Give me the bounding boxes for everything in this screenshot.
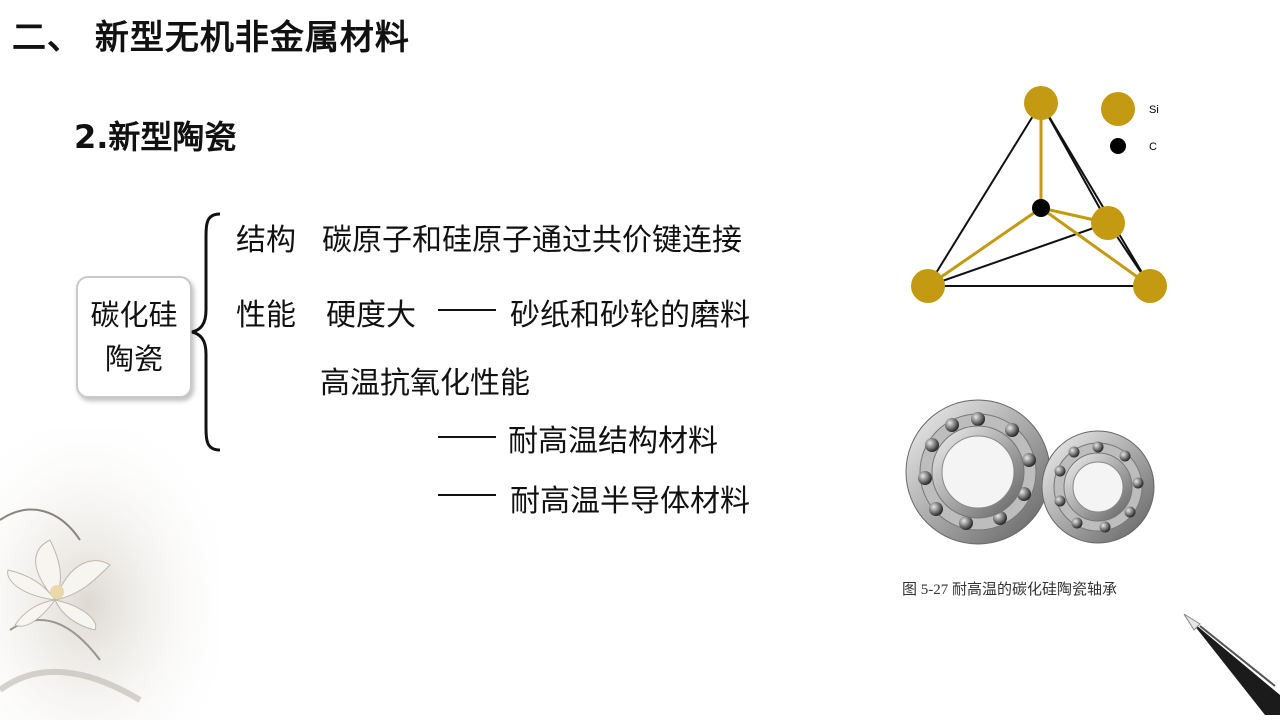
legend-si-swatch bbox=[1101, 92, 1135, 126]
hardness-use-text: 砂纸和砂轮的磨料 bbox=[510, 298, 750, 333]
structure-text: 碳原子和硅原子通过共价键连接 bbox=[322, 223, 742, 258]
property-label: 性能 bbox=[236, 298, 296, 333]
use-semiconductor-text: 耐高温半导体材料 bbox=[510, 484, 750, 519]
si-atom-right bbox=[1133, 269, 1167, 303]
si-atom-top bbox=[1024, 86, 1058, 120]
page-title: 二、 新型无机非金属材料 bbox=[12, 18, 410, 58]
legend-si-label: Si bbox=[1149, 104, 1159, 116]
dash-line bbox=[438, 494, 496, 496]
section-subtitle: 2.新型陶瓷 bbox=[74, 118, 237, 156]
left-brace bbox=[191, 212, 221, 452]
si-atom-left bbox=[911, 269, 945, 303]
use-structural-text: 耐高温结构材料 bbox=[508, 424, 718, 459]
brush-decoration bbox=[1183, 613, 1280, 715]
concept-line-1: 碳化硅 bbox=[90, 298, 178, 332]
legend-c-swatch bbox=[1110, 138, 1126, 154]
concept-line-2: 陶瓷 bbox=[104, 342, 163, 376]
hardness-text: 硬度大 bbox=[326, 298, 416, 333]
sic-structure-diagram: Si C bbox=[911, 86, 1167, 303]
lotus-decoration bbox=[0, 430, 220, 720]
dash-line bbox=[438, 436, 496, 438]
bearing-image bbox=[905, 399, 1155, 545]
si-atom-back bbox=[1091, 206, 1125, 240]
heat-resistance-text: 高温抗氧化性能 bbox=[320, 366, 530, 401]
c-atom-center bbox=[1032, 199, 1050, 217]
concept-box: 碳化硅 陶瓷 bbox=[76, 276, 192, 398]
figure-caption: 图 5-27 耐高温的碳化硅陶瓷轴承 bbox=[902, 582, 1117, 598]
structure-label: 结构 bbox=[236, 223, 296, 258]
legend-c-label: C bbox=[1149, 141, 1157, 153]
dash-line bbox=[438, 309, 496, 311]
